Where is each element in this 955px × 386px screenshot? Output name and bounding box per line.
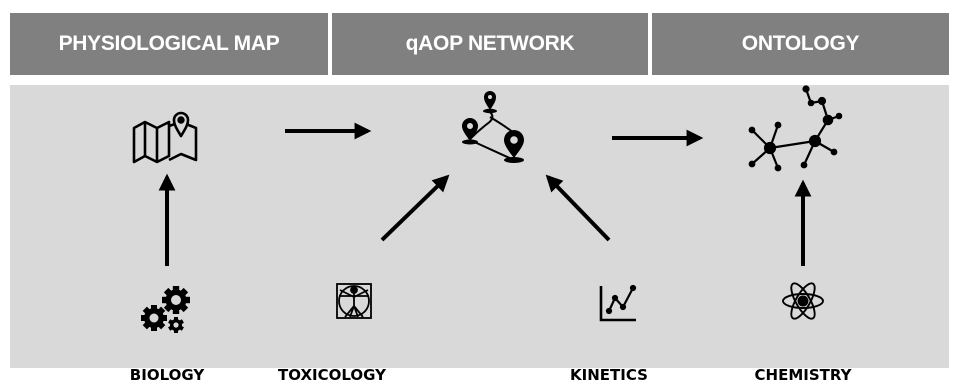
atom-icon [782, 282, 824, 320]
header-ontology: ONTOLOGY [652, 13, 949, 75]
gears-icon [141, 286, 190, 333]
molecule-graph-icon [748, 85, 843, 172]
label-kinetics: KINETICS [570, 366, 648, 384]
route-pins-icon [462, 91, 524, 163]
map-with-pin-icon [132, 111, 198, 164]
vitruvian-man-icon [336, 283, 372, 319]
header-qaop-network: qAOP NETWORK [332, 13, 648, 75]
arrow-kinetics-to-network [545, 174, 611, 242]
line-chart-icon [599, 284, 637, 322]
arrow-toxicology-to-network [380, 174, 450, 242]
header-physiological-map: PHYSIOLOGICAL MAP [10, 13, 328, 75]
label-toxicology: TOXICOLOGY [278, 366, 386, 384]
label-biology: BIOLOGY [129, 366, 205, 384]
label-chemistry: CHEMISTRY [754, 366, 852, 384]
